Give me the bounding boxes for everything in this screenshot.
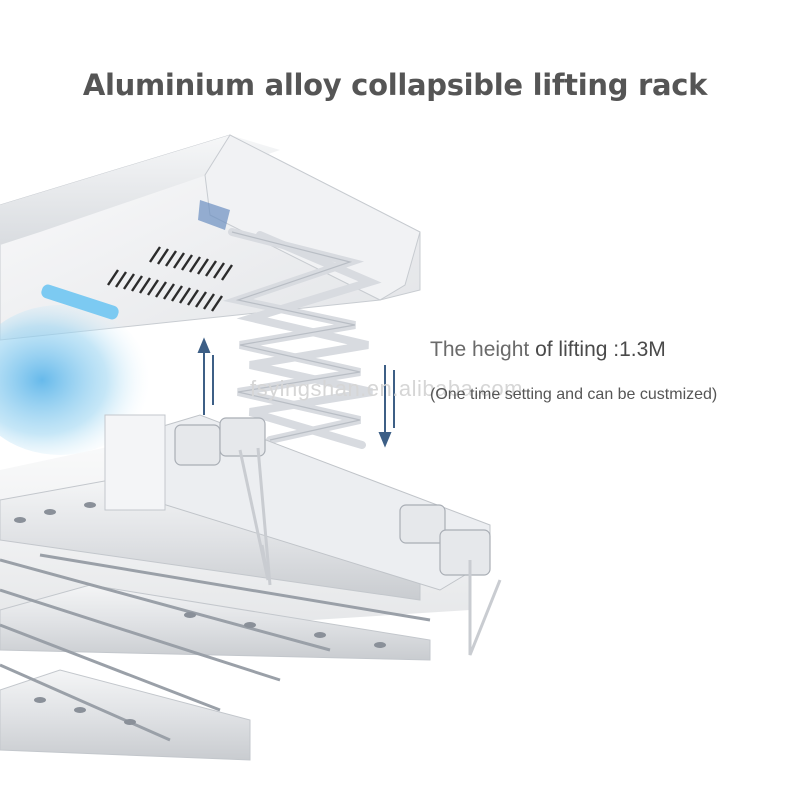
spec-label-bold: of lifting :1.3M	[535, 338, 666, 361]
setting-note: (One time setting and can be custmized)	[430, 386, 718, 403]
hanging-rods	[0, 553, 431, 742]
lifting-height-spec: The height of lifting :1.3M	[430, 338, 666, 362]
vent-grille	[107, 246, 233, 312]
drying-rack	[0, 414, 502, 761]
up-arrow-icon	[197, 337, 214, 415]
spec-label-light: The height	[430, 338, 536, 361]
watermark: fsyingshan.en.alibaba.com	[250, 376, 523, 401]
headline: Aluminium alloy collapsible lifting rack	[82, 68, 708, 102]
pulley-joints	[174, 417, 491, 576]
rack-hooks	[238, 447, 502, 656]
down-arrow-icon	[378, 365, 395, 448]
uv-light-bar	[41, 284, 119, 320]
ceiling-unit	[0, 134, 421, 455]
